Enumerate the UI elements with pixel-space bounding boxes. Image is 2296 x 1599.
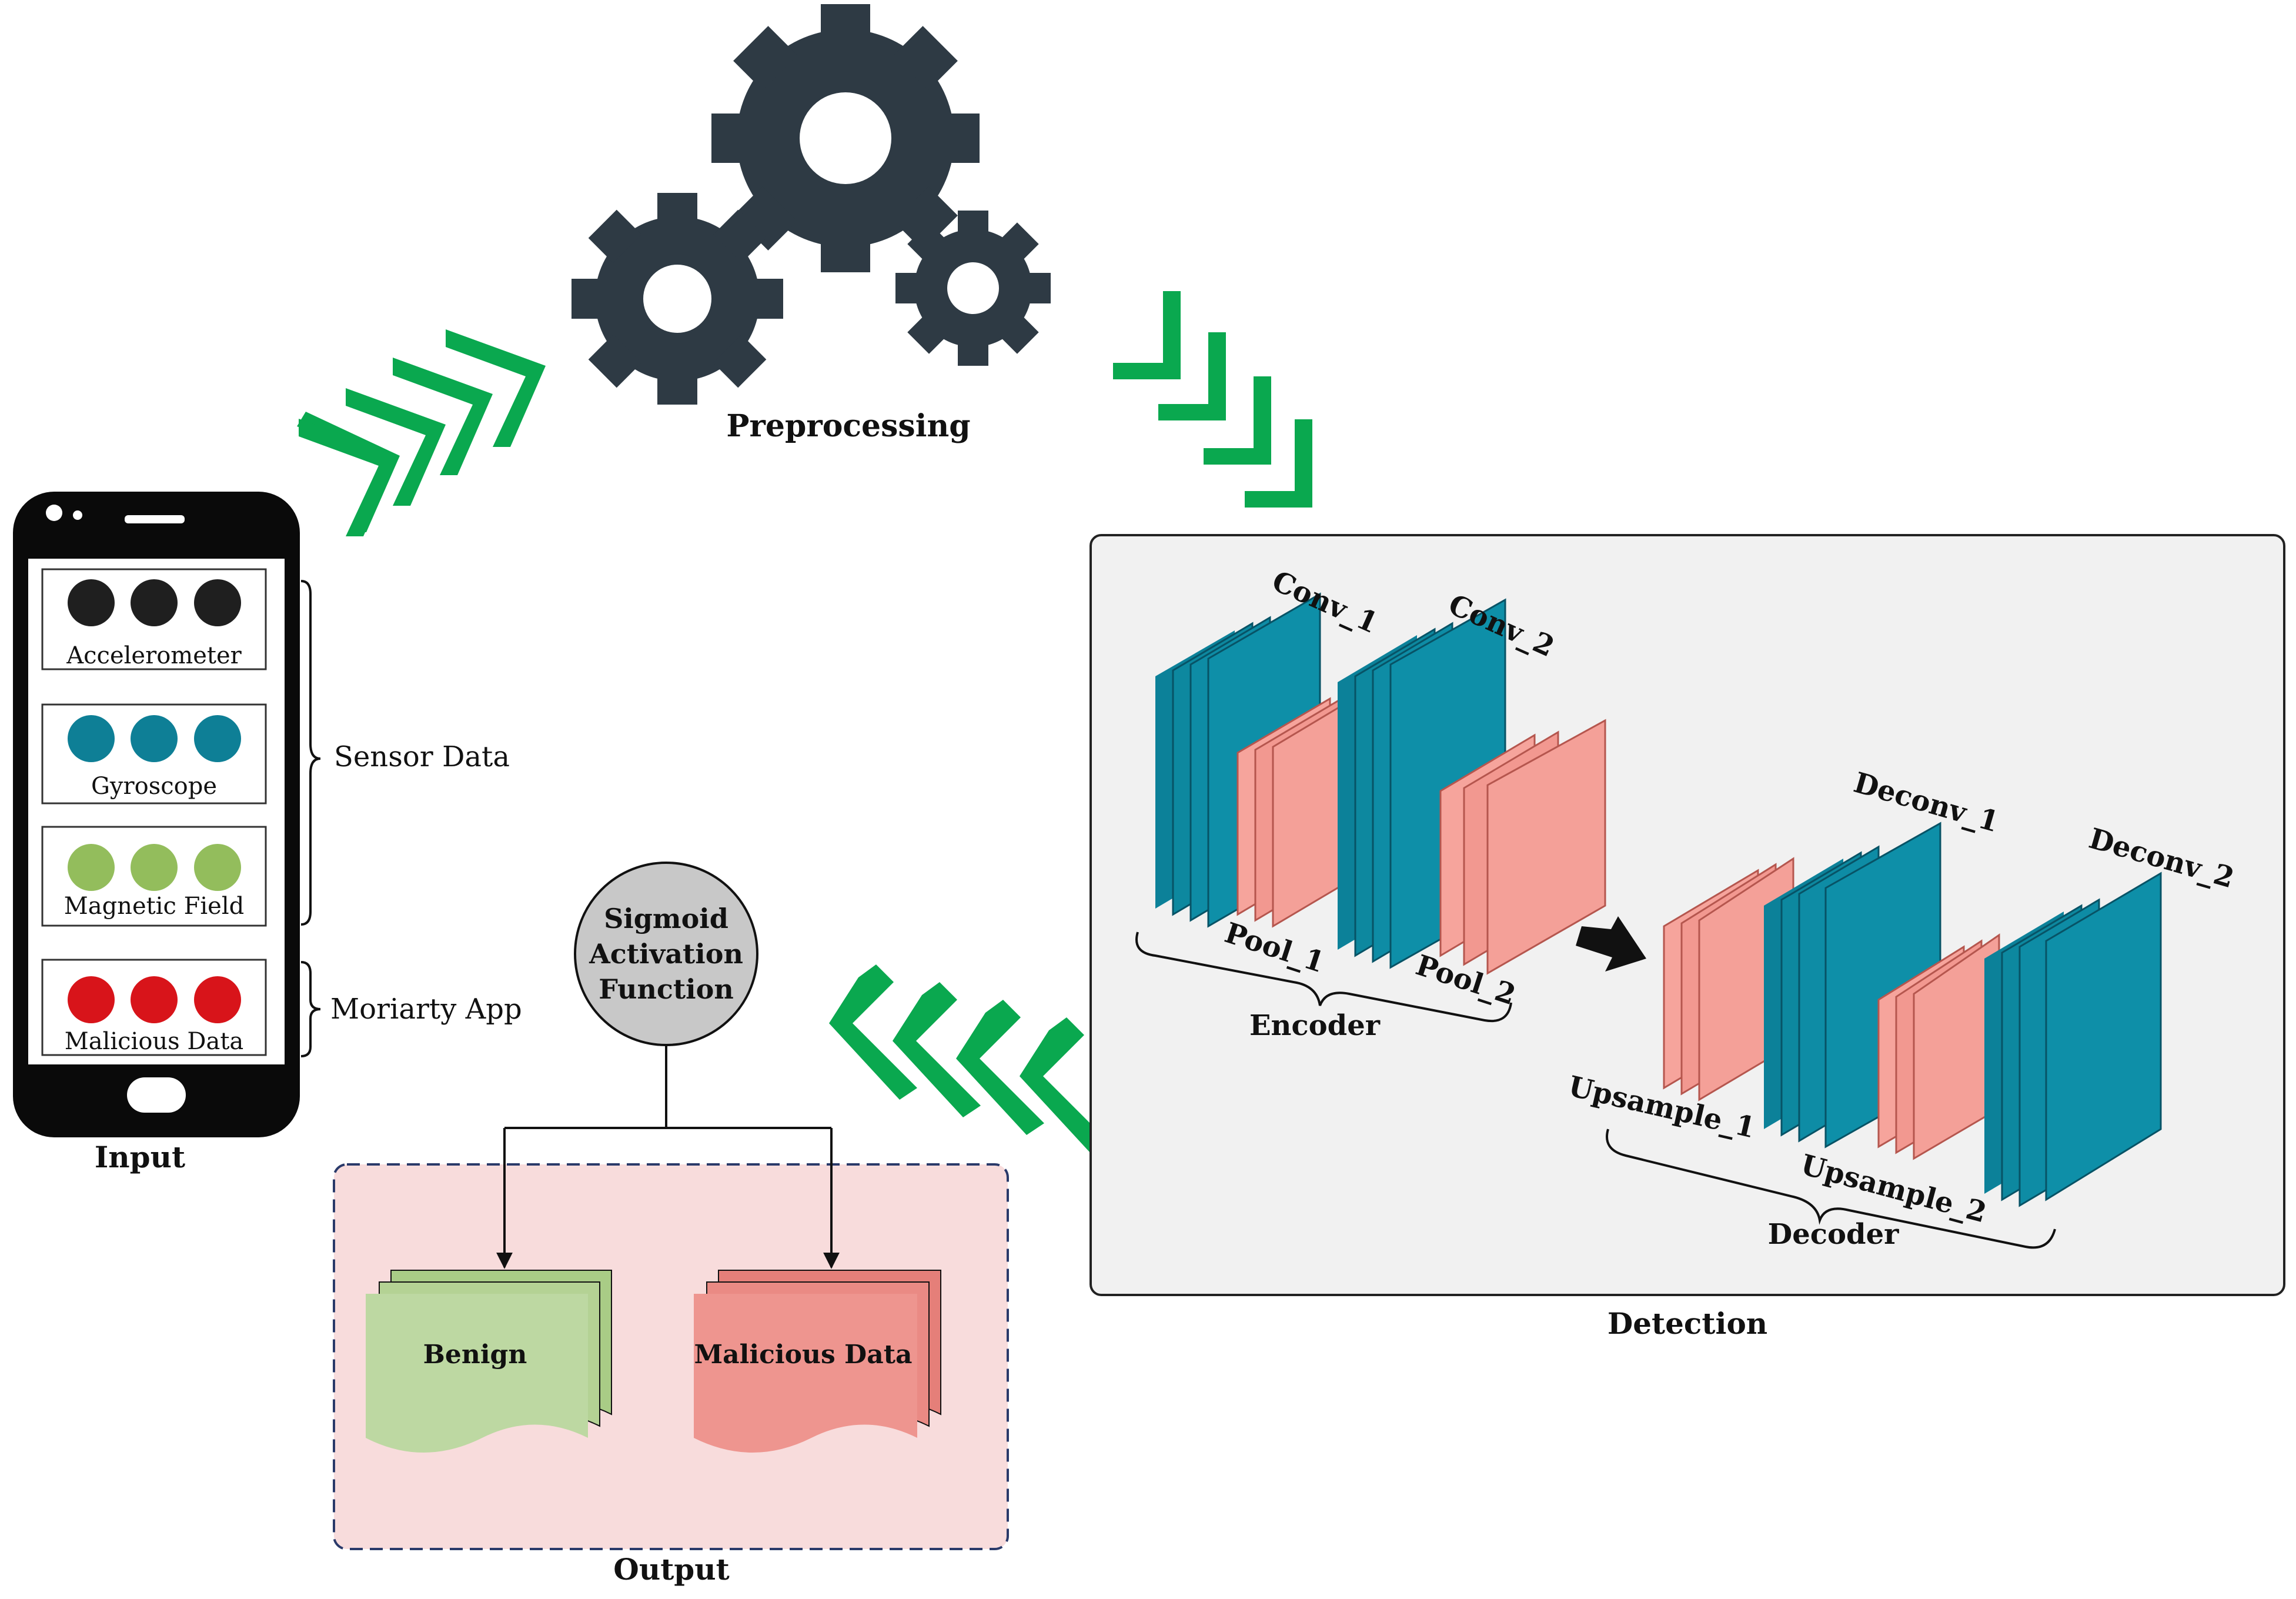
malicious-output-label: Malicious Data	[694, 1340, 912, 1370]
sigmoid-line2: Activation	[589, 938, 743, 970]
big-gear-icon	[711, 4, 980, 272]
malicious-document-icon	[694, 1270, 941, 1453]
malicious-sensor-label: Malicious Data	[65, 1028, 244, 1055]
home-button-icon	[127, 1077, 186, 1113]
pool2-layer	[1439, 719, 1606, 975]
gears-icon	[572, 4, 1051, 405]
sigmoid-connectors	[496, 1045, 840, 1269]
decoder-brace	[1606, 1129, 2056, 1249]
encoder-to-decoder-arrow	[1576, 916, 1646, 972]
sensor-box-accelerometer: Accelerometer	[41, 568, 267, 670]
preprocessing-label: Preprocessing	[726, 408, 970, 444]
arrow-input-to-preprocessing	[297, 329, 546, 536]
accelerometer-label: Accelerometer	[66, 642, 242, 669]
deconv2-layer	[1984, 872, 2162, 1207]
encoder-label: Encoder	[1249, 1009, 1381, 1042]
arrow-detection-to-output	[829, 964, 1108, 1153]
sensor-box-gyroscope: Gyroscope	[41, 703, 267, 804]
input-label: Input	[95, 1140, 185, 1174]
output-label: Output	[613, 1552, 729, 1587]
phone-input: Accelerometer Gyroscope Magnetic Field M…	[13, 492, 300, 1137]
detection-label: Detection	[1607, 1306, 1767, 1341]
sensor-box-magnetic-field: Magnetic Field	[41, 826, 267, 927]
camera-icon	[46, 505, 62, 521]
speaker-icon	[125, 515, 185, 523]
sensor-data-label: Sensor Data	[334, 740, 510, 773]
sigmoid-line1: Sigmoid	[604, 903, 728, 934]
encoder-brace	[1135, 932, 1512, 1023]
benign-document-icon	[366, 1270, 612, 1453]
sensor-box-malicious-data: Malicious Data	[41, 959, 267, 1056]
small-gear-icon	[895, 211, 1051, 366]
upsample2-layer	[1877, 933, 2000, 1160]
moriarty-app-label: Moriarty App	[330, 993, 522, 1026]
magnetic-field-label: Magnetic Field	[64, 893, 244, 920]
sensor-brace	[300, 580, 321, 1057]
gyroscope-label: Gyroscope	[91, 773, 217, 800]
sigmoid-line3: Function	[599, 973, 734, 1005]
arrow-preprocessing-to-detection	[1113, 291, 1312, 508]
left-gear-icon	[572, 193, 783, 405]
decoder-label: Decoder	[1768, 1218, 1900, 1251]
benign-label: Benign	[423, 1340, 527, 1370]
